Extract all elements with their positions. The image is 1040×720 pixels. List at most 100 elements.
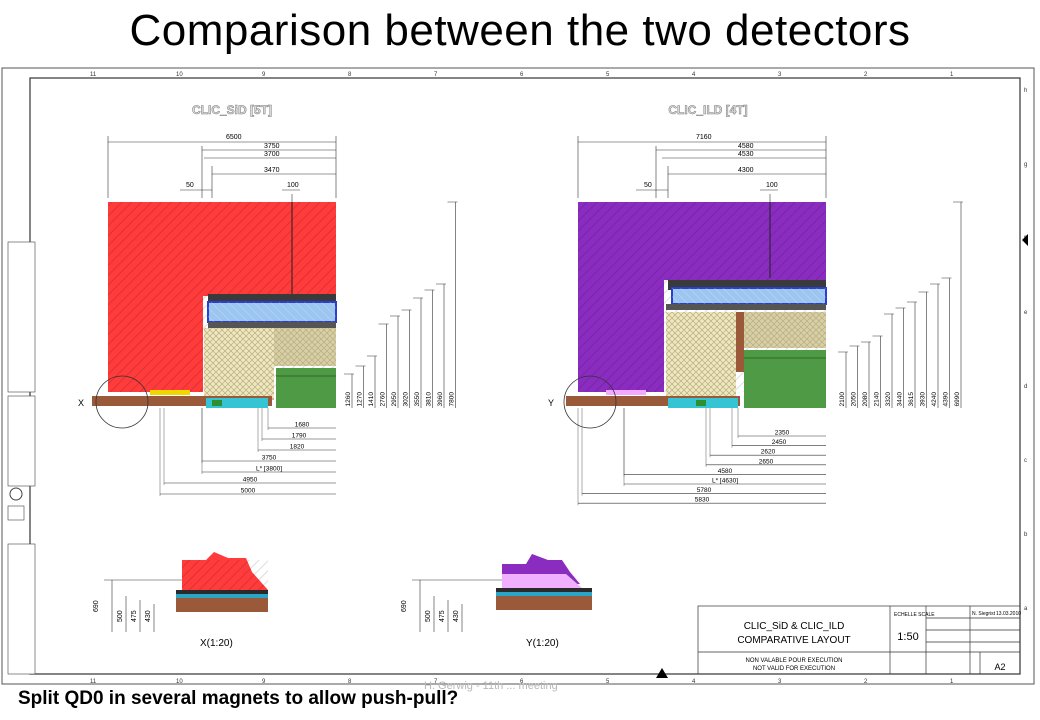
sid-detail-dim-3: 430: [145, 610, 152, 622]
sid-dim-small-0: 50: [186, 182, 194, 189]
border-number: 7: [434, 679, 438, 685]
sid-detail-dim-2: 475: [131, 610, 138, 622]
border-number: 11: [90, 72, 97, 78]
border-number: 4: [692, 72, 696, 78]
border-number: 10: [176, 72, 183, 78]
ild-forward-region: [744, 350, 826, 408]
sid-bottom-dim-label: L* [3800]: [256, 466, 282, 473]
projection-symbol-box: [7, 505, 25, 521]
ild-right-dim-label: 2050: [851, 392, 858, 407]
border-letter: c: [1024, 458, 1027, 464]
ild-right-dim-label: 4240: [931, 392, 938, 407]
border-number: 9: [262, 72, 266, 78]
sid-right-dim-label: 2950: [391, 392, 398, 407]
ild-detail-dim-2: 475: [439, 610, 446, 622]
sid-dim-top-3: 3470: [264, 167, 280, 174]
border-number: 4: [692, 679, 696, 685]
ild-bottom-dim-label: 5780: [697, 487, 712, 494]
ild-dim-small-0: 50: [644, 182, 652, 189]
border-number: 11: [90, 679, 97, 685]
slide-title: Comparison between the two detectors: [129, 6, 911, 55]
border-arrow-side-icon: [1022, 234, 1028, 246]
ild-beampipe: [566, 396, 740, 406]
sid-right-dim-label: 1260: [345, 392, 352, 407]
sid-right-dim-label: 1410: [368, 392, 375, 407]
border-number: 8: [348, 679, 352, 685]
ild-detail-label: Y(1:20): [526, 638, 559, 649]
sid-coil: [208, 294, 336, 302]
projection-symbol-icon: [9, 487, 23, 501]
sid-dim-top-0: 6500: [226, 134, 242, 141]
ild-right-dim-label: 4390: [943, 392, 950, 407]
ild-right-dim-label: 2080: [862, 392, 869, 407]
border-number: 1: [950, 679, 954, 685]
border-arrow-icon: [656, 668, 668, 678]
sid-bottom-dim-label: 3750: [262, 455, 277, 462]
title-block-line2: COMPARATIVE LAYOUT: [737, 635, 850, 646]
legend-table: [7, 241, 36, 393]
ild-right-dim-label: 3440: [897, 392, 904, 407]
ild-detail-view: 690 500 475 430 Y(1:20): [401, 554, 592, 649]
title-block-scale-caption: ECHELLE SCALE: [894, 612, 935, 618]
sid-right-dim-label: 7800: [449, 392, 456, 407]
sid-bottom-dim-label: 5000: [241, 488, 256, 495]
sid-dim-small-1: 100: [287, 182, 299, 189]
sid-layout: CLIC_SiD [5T] 6500 3750 3700 3470 50 100: [78, 103, 458, 649]
sid-right-dim-label: 3550: [414, 392, 421, 407]
ild-right-dim-label: 2100: [839, 392, 846, 407]
border-letter: d: [1024, 384, 1027, 390]
sid-bottom-dim-label: 1680: [295, 422, 310, 429]
ild-right-dim-label: 3320: [885, 392, 892, 407]
title-block-line1: CLIC_SiD & CLIC_ILD: [744, 621, 845, 632]
sid-beampipe: [92, 396, 272, 406]
title-block-format: A2: [994, 662, 1005, 672]
ild-layout-title: CLIC_ILD [4T]: [668, 103, 747, 117]
border-number: 3: [778, 679, 782, 685]
ild-dim-small-1: 100: [766, 182, 778, 189]
ild-dim-top-0: 7160: [696, 134, 712, 141]
border-number: 5: [606, 72, 610, 78]
sid-layout-title: CLIC_SiD [5T]: [192, 103, 272, 117]
ild-bottom-dim-label: 2450: [772, 439, 787, 446]
ild-right-dim-label: 6990: [954, 392, 961, 407]
legend-notes: [7, 395, 36, 487]
title-block-note1: NON VALABLE POUR EXECUTION: [746, 658, 843, 664]
ild-detail-beampipe: [496, 596, 592, 610]
border-number: 6: [520, 679, 524, 685]
border-number: 1: [950, 72, 954, 78]
ild-right-dim-label: 3930: [920, 392, 927, 407]
drawing-frame-outer: [1, 67, 1035, 685]
slide-question: Split QD0 in several magnets to allow pu…: [18, 688, 459, 709]
sid-detail-label: X(1:20): [200, 638, 233, 649]
ild-dim-top-3: 4300: [738, 167, 754, 174]
sid-right-dim-label: 3020: [403, 392, 410, 407]
sid-forward-region: [276, 368, 336, 408]
border-number: 8: [348, 72, 352, 78]
ild-detail-marker-label: Y: [548, 398, 554, 408]
sid-bottom-dim-label: 1820: [290, 444, 305, 451]
border-letter: g: [1024, 162, 1027, 168]
border-number: 10: [176, 679, 183, 685]
title-block-author: N. Siegrist: [972, 611, 996, 617]
sid-detail-dim-0: 690: [93, 600, 100, 612]
sid-right-dim-label: 2760: [380, 392, 387, 407]
ild-bottom-dim-label: 2620: [761, 449, 776, 456]
sid-right-dim-label: 3960: [437, 392, 444, 407]
border-letter: b: [1024, 532, 1028, 538]
ild-bottom-dim-label: L* [4630]: [712, 478, 738, 485]
ild-right-dim-label: 2140: [874, 392, 881, 407]
ild-bottom-dim-label: 2350: [775, 430, 790, 437]
ild-detail-dim-3: 430: [453, 610, 460, 622]
border-number: 2: [864, 679, 868, 685]
sid-right-dim-label: 1270: [357, 392, 364, 407]
border-letters: hgfedcba: [1024, 88, 1028, 612]
ild-layout: CLIC_ILD [4T] 7160 4580 4530 4300 50 100: [401, 103, 963, 649]
sid-detail-marker: [95, 375, 149, 429]
sid-bottom-dim-label: 4950: [243, 477, 258, 484]
sid-detail-view: 690 500 475 430 X(1:20): [93, 552, 268, 649]
border-number: 6: [520, 72, 524, 78]
